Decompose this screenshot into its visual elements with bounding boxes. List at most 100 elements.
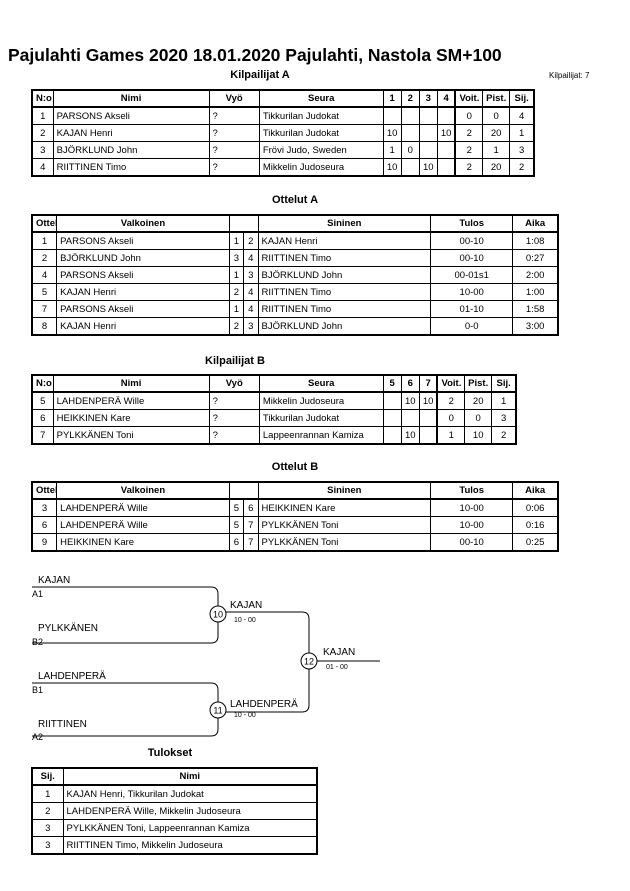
table-cell: ? [208,426,260,445]
table-cell: 7 [243,533,259,552]
table-cell: 0:16 [512,516,559,534]
table-cell: 4 [243,249,259,267]
table-cell: 1 [491,391,517,410]
col-header: Vyö [208,89,260,108]
col-header [228,481,259,500]
col-header: Sij. [509,89,535,108]
table-cell: 0:27 [512,249,559,267]
sf2-score: 10 - 00 [234,712,256,719]
col-header: Seura [258,89,384,108]
table-cell: 1 [382,141,402,159]
table-cell: PYLKKÄNEN Toni [52,426,210,445]
table-cell: 10 [382,124,402,142]
table-cell: 2 [31,802,64,820]
table-cell: PARSONS Akseli [52,106,210,125]
table-cell: 7 [243,516,259,534]
table-cell: 2 [243,231,259,250]
col-header: 1 [382,89,402,108]
sf2-winner: LAHDENPERÄ [230,698,298,710]
matches-a-table: Ottelu Valkoinen Sininen Tulos Aika 1PAR… [31,214,559,336]
competitor-count: Kilpailijat: 7 [549,71,590,80]
table-cell: 5 [31,283,58,301]
matches-b-header-row: Ottelu Valkoinen Sininen Tulos Aika [31,481,559,500]
table-cell: HEIKKINEN Kare [257,498,432,517]
table-cell: ? [208,391,260,410]
table-cell: 2 [454,124,484,142]
col-header: N:o [31,89,54,108]
table-cell: ? [208,124,260,142]
table-cell: 2 [436,391,466,410]
table-cell: 0 [454,106,484,125]
col-header: Aika [512,214,559,233]
pool-b-table: N:o Nimi Vyö Seura 5 6 7 Voit. Pist. Sij… [31,374,517,445]
table-cell: PYLKKÄNEN Toni [257,533,432,552]
table-cell: 8 [31,317,58,336]
table-cell: 3 [31,141,54,159]
matches-b-table: Ottelu Valkoinen Sininen Tulos Aika 3LAH… [31,481,559,552]
table-cell [418,106,438,125]
table-cell: 1:00 [512,283,559,301]
table-cell: RIITTINEN Timo [257,300,432,318]
sf1-bot-name: PYLKKÄNEN [38,622,98,634]
table-cell: 10 [418,158,438,177]
table-cell: 1 [228,300,245,318]
col-header [228,214,259,233]
table-cell: PYLKKÄNEN Toni [257,516,432,534]
table-cell: 0 [400,141,420,159]
sf2-top-name: LAHDENPERÄ [38,670,106,682]
table-cell: 5 [31,391,54,410]
final-match-number: 12 [304,657,314,667]
table-cell: 3 [243,317,259,336]
table-cell: 0 [464,409,493,427]
table-cell: 3:00 [512,317,559,336]
table-cell [418,141,438,159]
table-cell: 6 [31,516,58,534]
table-cell: 1:58 [512,300,559,318]
table-cell: 01-10 [430,300,514,318]
table-cell [436,158,456,177]
table-cell: RIITTINEN Timo [257,283,432,301]
sf1-bot-seed: B2 [32,637,43,647]
table-cell: 00-10 [430,231,514,250]
table-cell: BJÖRKLUND John [257,317,432,336]
table-cell: KAJAN Henri [52,124,210,142]
table-cell: 2 [491,426,517,445]
bracket-line [226,611,310,713]
table-cell: 6 [31,409,54,427]
results-title: Tulokset [147,747,193,759]
matches-a-header-row: Ottelu Valkoinen Sininen Tulos Aika [31,214,559,233]
pool-b-header-row: N:o Nimi Vyö Seura 5 6 7 Voit. Pist. Sij… [31,374,517,393]
final-winner: KAJAN [323,647,355,658]
table-cell: 6 [228,533,245,552]
sf2-top-seed: B1 [32,685,43,695]
table-cell: Lappeenrannan Kamiza [258,426,384,445]
col-header: Nimi [62,767,318,786]
table-cell: PARSONS Akseli [56,300,230,318]
col-header: N:o [31,374,54,393]
table-cell: LAHDENPERÄ Wille [56,498,230,517]
table-cell: RIITTINEN Timo, Mikkelin Judoseura [62,836,318,855]
table-cell: 4 [509,106,535,125]
table-cell: Mikkelin Judoseura [258,158,384,177]
table-cell: 1 [436,426,466,445]
col-header: 5 [382,374,402,393]
col-header: Sininen [257,214,432,233]
table-cell: 10-00 [430,498,514,517]
table-cell: 4 [31,266,58,284]
table-cell [382,391,402,410]
table-cell: 7 [31,426,54,445]
table-cell: 2 [454,158,484,177]
sf2-bot-name: RIITTINEN [38,719,87,730]
table-cell: PARSONS Akseli [56,266,230,284]
col-header: 4 [436,89,456,108]
col-header: 3 [418,89,438,108]
